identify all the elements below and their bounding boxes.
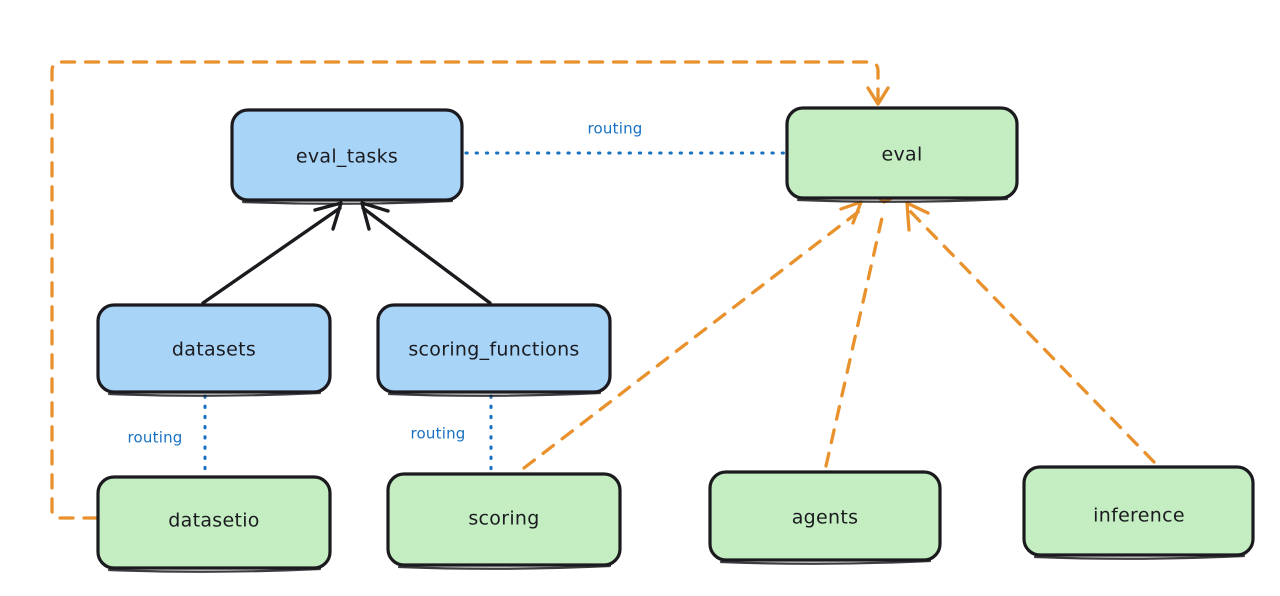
- node-scoring[interactable]: scoring: [386, 472, 622, 570]
- node-eval-label: eval: [881, 144, 922, 166]
- edge-agents-eval: [824, 190, 898, 468]
- node-eval_tasks[interactable]: eval_tasks: [230, 108, 464, 205]
- node-datasets[interactable]: datasets: [96, 303, 332, 397]
- routing-label-top: routing: [588, 120, 643, 138]
- node-datasetio-label: datasetio: [168, 510, 259, 532]
- edge-inference-eval: [905, 201, 1156, 464]
- routing-label-scoring: routing: [411, 425, 466, 443]
- node-inference[interactable]: inference: [1022, 465, 1255, 560]
- node-inference-shape[interactable]: [1022, 465, 1255, 557]
- edge-datasets-eval_tasks: [201, 201, 343, 305]
- node-agents[interactable]: agents: [708, 470, 942, 565]
- node-datasetio[interactable]: datasetio: [96, 475, 332, 573]
- edge-datasetio-eval: [50, 60, 890, 520]
- edge-labels: routing routing routing: [128, 120, 643, 447]
- routing-label-datasets: routing: [128, 429, 183, 447]
- node-scoring_functions-label: scoring_functions: [408, 339, 579, 361]
- node-scoring_functions[interactable]: scoring_functions: [376, 303, 612, 397]
- routing-edges: [203, 151, 786, 475]
- node-datasetio-shape[interactable]: [96, 475, 332, 570]
- node-eval[interactable]: eval: [785, 106, 1019, 203]
- node-datasets-label: datasets: [172, 339, 256, 361]
- node-eval_tasks-shape[interactable]: [230, 108, 464, 202]
- node-scoring-shape[interactable]: [386, 472, 622, 567]
- node-inference-label: inference: [1093, 505, 1185, 527]
- node-scoring-label: scoring: [468, 508, 539, 530]
- edge-scoring_functions-eval_tasks: [360, 201, 492, 305]
- node-eval-shape[interactable]: [785, 106, 1019, 200]
- dependency-solid-edges: [201, 201, 492, 305]
- node-agents-shape[interactable]: [708, 470, 942, 562]
- node-eval_tasks-label: eval_tasks: [296, 146, 398, 168]
- node-scoring_functions-shape[interactable]: [376, 303, 612, 394]
- node-agents-label: agents: [792, 507, 859, 529]
- node-datasets-shape[interactable]: [96, 303, 332, 394]
